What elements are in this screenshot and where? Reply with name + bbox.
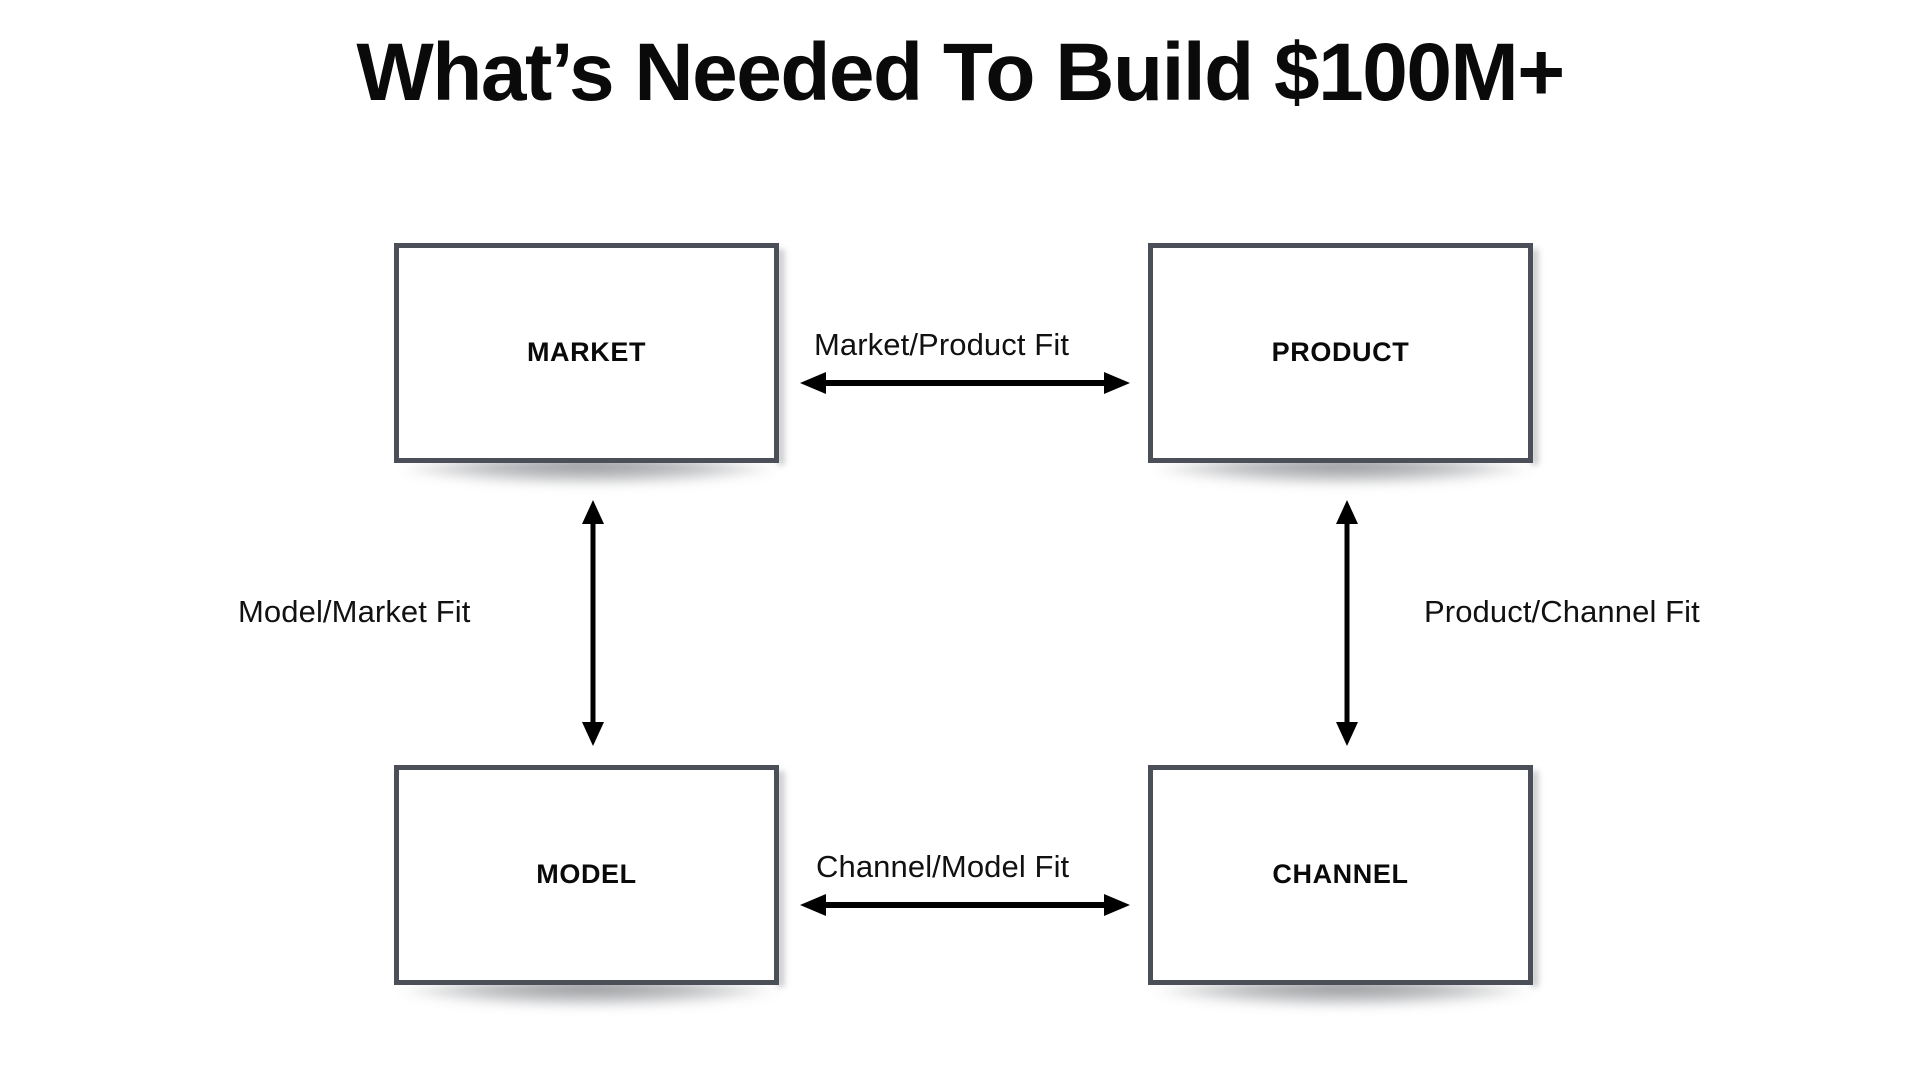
double-arrow-icon-channel-model [800, 894, 1130, 916]
double-arrow-icon-model-market [582, 500, 604, 746]
edge-label-product-channel: Product/Channel Fit [1424, 594, 1700, 629]
node-box-model[interactable]: MODEL [394, 765, 779, 985]
node-label-market: MARKET [526, 336, 647, 367]
node-label-model: MODEL [536, 858, 637, 889]
node-box-product[interactable]: PRODUCT [1148, 243, 1533, 463]
edge-label-channel-model: Channel/Model Fit [816, 849, 1070, 884]
node-box-market[interactable]: MARKET [394, 243, 779, 463]
node-label-channel: CHANNEL [1272, 858, 1409, 889]
box-side-shadow-market [778, 249, 787, 465]
double-arrow-icon-product-channel [1336, 500, 1358, 746]
box-side-shadow-product [1532, 249, 1541, 465]
node-box-channel[interactable]: CHANNEL [1148, 765, 1533, 985]
node-label-product: PRODUCT [1271, 336, 1410, 367]
edge-label-model-market: Model/Market Fit [238, 594, 471, 629]
double-arrow-icon-market-product [800, 372, 1130, 394]
edge-label-market-product: Market/Product Fit [814, 327, 1070, 362]
box-side-shadow-model [778, 771, 787, 987]
page-title: What’s Needed To Build $100M+ [356, 27, 1565, 118]
box-side-shadow-channel [1532, 771, 1541, 987]
